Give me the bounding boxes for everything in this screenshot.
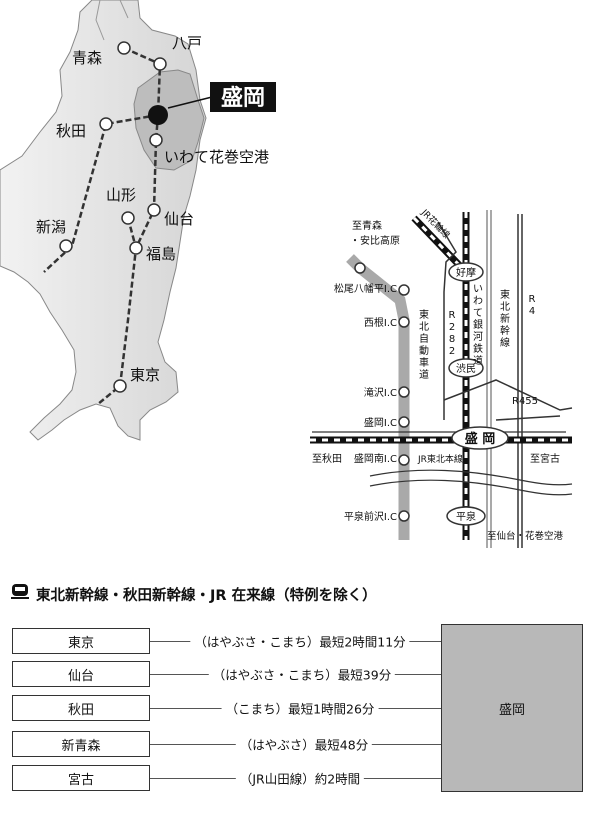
access-title: 東北新幹線・秋田新幹線・JR 在来線（特例を除く）: [36, 588, 377, 604]
label-sendai: 仙台: [164, 210, 194, 228]
label-to-akita: 至秋田: [312, 452, 342, 465]
label-iwate-ginga-7: 道: [473, 354, 483, 367]
label-iwate-ginga-6: 鉄: [473, 342, 483, 355]
label-to-miyako: 至宮古: [530, 452, 560, 465]
access-section: 東北新幹線・秋田新幹線・JR 在来線（特例を除く） 東京 仙台 秋田 新青森 宮…: [0, 578, 600, 813]
label-iwate-ginga-5: 河: [473, 331, 483, 343]
label-nishine-ic: 西根I.C: [364, 316, 397, 329]
marker-yamagata: [121, 211, 135, 225]
label-shinkansen-1: 東: [500, 288, 510, 301]
marker-morioka: [148, 105, 168, 125]
label-tohoku-exp-1: 東: [419, 308, 429, 321]
route-label-sendai: （はやぶさ・こまち）最短39分: [208, 664, 396, 684]
label-iwate-ginga-2: わ: [473, 295, 483, 307]
label-hiraizumi: 平泉: [456, 510, 476, 523]
label-to-sendai: 至仙台・花巻空港: [487, 530, 564, 542]
label-fukushima: 福島: [146, 245, 176, 263]
route-r455: [443, 379, 573, 411]
origin-box-akita: 秋田: [12, 695, 150, 721]
label-shinkansen-4: 幹: [500, 324, 510, 337]
jr-hanawa-line: [411, 215, 465, 271]
hiraizumi-station: [446, 506, 486, 526]
label-morioka-station: 盛 岡: [465, 431, 496, 447]
label-takizawa-ic: 滝沢I.C: [364, 386, 397, 399]
label-tokyo: 東京: [130, 366, 160, 384]
river: [369, 469, 573, 486]
label-jr-tohoku: JR東北本線: [417, 453, 463, 465]
origin-box-miyako: 宮古: [12, 765, 150, 791]
route-label-tokyo: （はやぶさ・こまち）最短2時間11分: [190, 631, 410, 651]
origin-box-shin-aomori: 新青森: [12, 731, 150, 757]
label-niigata: 新潟: [36, 218, 66, 236]
route-label-shin-aomori: （はやぶさ）最短48分: [235, 734, 373, 754]
tohoku-expressway: [346, 254, 410, 540]
label-morioka-ic: 盛岡I.C: [364, 416, 397, 429]
train-icon: [11, 584, 29, 599]
city-markers: [59, 41, 167, 393]
route-label-akita: （こまち）最短1時間26分: [221, 698, 379, 718]
label-r4-1: R: [529, 294, 536, 305]
label-koma: 好摩: [456, 266, 476, 279]
morioka-highlight-label: 盛岡: [221, 85, 265, 111]
label-tohoku-exp-6: 道: [419, 368, 429, 381]
label-hachinohe: 八戸: [172, 34, 202, 52]
overview-map: 盛岡 青森 八戸 秋田 いわて花巻空港 山形 仙台 新潟 福島 東京: [0, 0, 276, 441]
label-akita: 秋田: [56, 122, 86, 140]
marker-aomori: [117, 41, 131, 55]
label-shinkansen-5: 線: [500, 336, 510, 349]
route-r282: [437, 221, 457, 420]
label-to-aomori-2: ・安比高原: [350, 234, 400, 247]
label-tohoku-exp-5: 車: [419, 356, 429, 369]
label-tohoku-exp-2: 北: [419, 321, 429, 333]
label-matsuo-ic: 松尾八幡平I.C: [334, 282, 397, 295]
label-r282-1: R: [449, 310, 456, 321]
label-shibutami: 渋民: [456, 362, 476, 375]
label-to-aomori-1: 至青森: [352, 219, 382, 232]
marker-akita: [99, 117, 113, 131]
marker-sendai: [147, 203, 161, 217]
label-shinkansen-3: 新: [500, 312, 510, 325]
label-iwate-ginga-1: い: [473, 284, 483, 295]
label-r4-2: 4: [529, 306, 535, 317]
marker-fukushima: [129, 241, 143, 255]
label-iwate-ginga-4: 銀: [473, 318, 483, 331]
koma-station: [448, 262, 484, 282]
label-jr-hanawa: JR花輪線: [418, 206, 452, 241]
route-label-miyako: （JR山田線）約2時間: [235, 768, 365, 788]
marker-niigata: [59, 239, 73, 253]
label-yamagata: 山形: [106, 186, 136, 204]
origin-box-tokyo: 東京: [12, 628, 150, 654]
label-r282-3: 8: [449, 334, 455, 345]
label-morioka-minami-ic: 盛岡南I.C: [354, 452, 397, 465]
shibutami-station: [448, 358, 484, 378]
morioka-station: [451, 426, 509, 450]
marker-airport: [149, 133, 163, 147]
origin-box-sendai: 仙台: [12, 661, 150, 687]
label-tohoku-exp-3: 自: [419, 332, 429, 345]
label-r282-2: 2: [449, 322, 455, 333]
label-airport: いわて花巻空港: [164, 148, 269, 166]
label-r282-4: 2: [449, 346, 455, 357]
label-r455: R455: [512, 396, 538, 407]
marker-hachinohe: [153, 57, 167, 71]
label-iwate-ginga-3: て: [473, 308, 483, 319]
destination-box-morioka: 盛岡: [441, 624, 583, 792]
marker-tokyo: [113, 379, 127, 393]
label-hiraizumi-maesawa-ic: 平泉前沢I.C: [344, 510, 397, 523]
label-shinkansen-2: 北: [500, 301, 510, 313]
label-aomori: 青森: [72, 49, 102, 67]
morioka-highlight-box: [210, 82, 276, 112]
label-tohoku-exp-4: 動: [419, 344, 429, 357]
